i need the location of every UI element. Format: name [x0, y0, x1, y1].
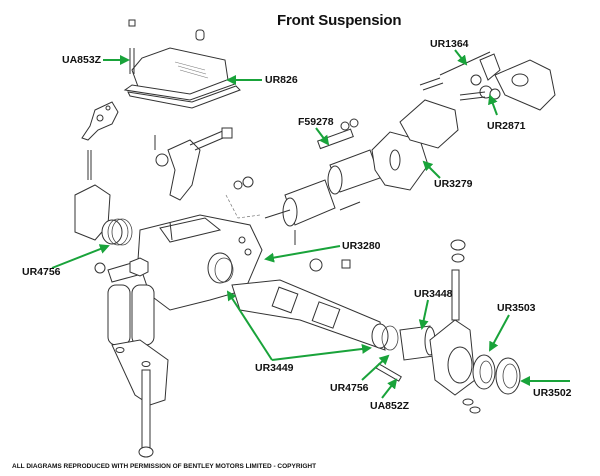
arrow-F59278: [315, 127, 330, 146]
left-bracket: [81, 101, 119, 180]
arrow-UR3449-b: [271, 344, 372, 361]
arrow-UA852Z: [381, 378, 398, 399]
bottom-bracket: [111, 339, 169, 458]
arrow-UR3280: [264, 245, 341, 263]
callout-arrows: [51, 49, 570, 399]
arrow-UR1364: [454, 49, 468, 66]
arrow-UR3279: [422, 160, 441, 179]
valve-plate: [371, 51, 556, 191]
central-shaft: [231, 279, 399, 351]
part-label-UR3502: UR3502: [533, 387, 572, 399]
part-label-UR4756-left: UR4756: [22, 266, 61, 278]
damper-cover: [123, 19, 241, 109]
arrow-UR4756-right: [361, 354, 390, 381]
right-hub: [375, 239, 521, 414]
part-label-UR826: UR826: [265, 74, 298, 86]
part-label-F59278: F59278: [298, 116, 334, 128]
part-label-UR2871: UR2871: [487, 120, 526, 132]
arrow-UR2871: [488, 94, 498, 116]
arrow-UR4756-left: [51, 244, 110, 269]
part-label-UR1364: UR1364: [430, 38, 469, 50]
damper-cylinders: [264, 118, 381, 272]
arrow-UR3449-a: [226, 290, 273, 361]
part-label-UA853Z: UA853Z: [62, 54, 102, 66]
copyright-footer: ALL DIAGRAMS REPRODUCED WITH PERMISSION …: [12, 463, 317, 470]
lower-arm: [94, 257, 155, 346]
part-label-UR3449: UR3449: [255, 362, 294, 374]
part-label-UR3279: UR3279: [434, 178, 473, 190]
part-label-UA852Z: UA852Z: [370, 400, 410, 412]
left-mount: [74, 184, 133, 246]
main-housing: [137, 214, 263, 311]
part-label-UR4756-right: UR4756: [330, 382, 369, 394]
part-label-UR3280: UR3280: [342, 240, 381, 252]
lever-arm: [154, 127, 261, 219]
arrow-UR3503: [489, 314, 510, 352]
part-label-UR3448: UR3448: [414, 288, 453, 300]
part-label-UR3503: UR3503: [497, 302, 536, 314]
page-title: Front Suspension: [277, 12, 402, 29]
arrow-UR3448: [418, 299, 429, 330]
